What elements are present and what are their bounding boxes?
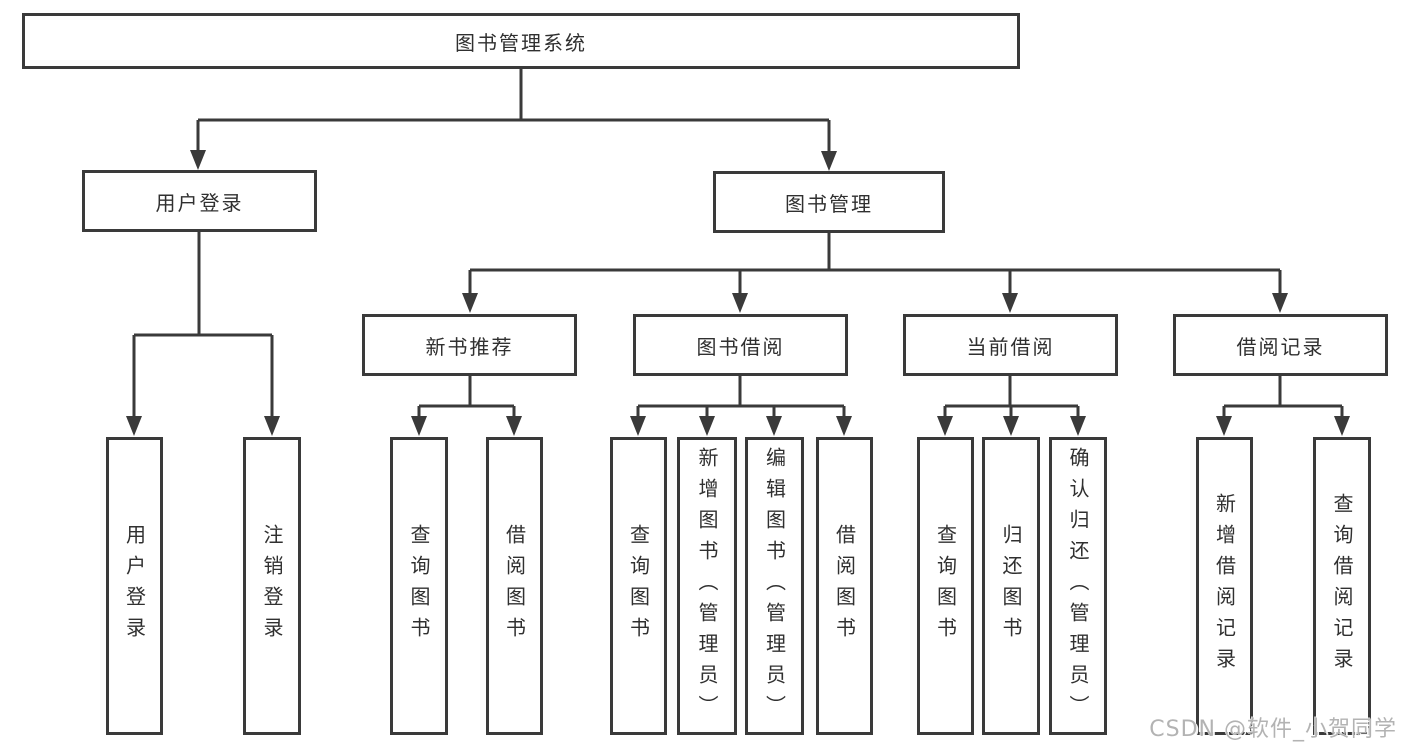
node-label: 新增借阅记录 [1212, 493, 1237, 679]
csdn-watermark: CSDN @软件_小贺同学 [1149, 717, 1397, 742]
node-label: 图书管理 [785, 191, 873, 216]
node-label: 查询图书 [933, 524, 958, 648]
leaf-borrow-books-recommend: 借阅图书 [486, 437, 543, 735]
node-user-login: 用户登录 [82, 170, 317, 232]
node-label: 图书借阅 [696, 334, 785, 359]
node-current-borrowing: 当前借阅 [903, 314, 1118, 376]
node-label: 用户登录 [155, 190, 244, 215]
leaf-borrow-books-borrowing: 借阅图书 [816, 437, 873, 735]
node-root: 图书管理系统 [22, 13, 1020, 69]
leaf-query-books-borrowing: 查询图书 [610, 437, 667, 735]
leaf-confirm-return-admin: 确认归还（管理员） [1049, 437, 1107, 735]
node-label: 图书管理系统 [455, 30, 587, 55]
node-borrowing-records: 借阅记录 [1173, 314, 1388, 376]
node-label: 归还图书 [999, 524, 1023, 648]
node-label: 当前借阅 [966, 334, 1055, 359]
leaf-query-books-recommend: 查询图书 [390, 437, 448, 735]
connector-book-borrowing-branch [636, 376, 846, 419]
node-label: 注销登录 [260, 524, 284, 648]
node-new-book-recommend: 新书推荐 [362, 314, 577, 376]
connector-user-login-branch [132, 232, 274, 419]
leaf-edit-book-admin: 编辑图书（管理员） [745, 437, 804, 735]
node-label: 借阅记录 [1236, 334, 1325, 359]
leaf-add-borrow-record: 新增借阅记录 [1196, 437, 1253, 735]
leaf-user-login: 用户登录 [106, 437, 163, 735]
node-label: 查询借阅记录 [1330, 493, 1354, 679]
node-label: 借阅图书 [832, 524, 857, 648]
connector-current-borrowing-branch [943, 376, 1080, 419]
node-book-management: 图书管理 [713, 171, 945, 233]
node-label: 新书推荐 [425, 334, 514, 359]
leaf-query-books-current: 查询图书 [917, 437, 974, 735]
node-label: 新增图书（管理员） [695, 446, 719, 726]
leaf-add-book-admin: 新增图书（管理员） [677, 437, 737, 735]
node-book-borrowing: 图书借阅 [633, 314, 848, 376]
node-label: 查询图书 [407, 524, 431, 648]
arrowheads [126, 150, 1350, 436]
connector-root-to-level2 [196, 69, 831, 154]
node-label: 编辑图书（管理员） [762, 446, 787, 726]
leaf-logout: 注销登录 [243, 437, 301, 735]
node-label: 用户登录 [122, 524, 147, 648]
connector-borrowing-records-branch [1222, 376, 1344, 419]
connector-new-book-branch [417, 376, 516, 419]
leaf-return-books: 归还图书 [982, 437, 1040, 735]
connector-book-management-branch [468, 233, 1282, 296]
node-label: 确认归还（管理员） [1066, 446, 1090, 726]
leaf-query-borrow-record: 查询借阅记录 [1313, 437, 1371, 735]
node-label: 查询图书 [626, 524, 651, 648]
node-label: 借阅图书 [502, 524, 527, 648]
